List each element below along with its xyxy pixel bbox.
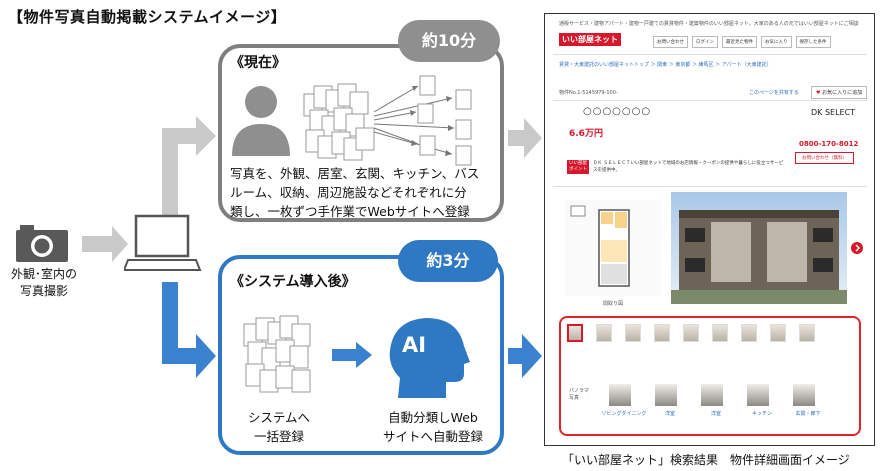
site-brand: DK SELECT	[811, 108, 856, 117]
manual-distribution-graphic	[303, 75, 472, 166]
site-panorama-captions: リビングダイニング 洋室 洋室 キッチン 玄関・廊下	[601, 410, 831, 417]
photo-stack-icon	[303, 83, 375, 161]
sorted-photo-icons	[417, 75, 472, 166]
system-time-badge: 約3分	[398, 240, 498, 282]
site-feature-text: ＤＫ ＳＥＬＥＣＴいい部屋ネットで地域のお店情報・クーポンの提供や暮らしに役立つ…	[593, 161, 784, 173]
arrow-to-system	[162, 282, 216, 378]
site-share-link[interactable]: このページを共有する	[749, 90, 799, 96]
auto-register-line2: サイトへ自動登録	[382, 429, 483, 444]
arrow-to-current	[162, 116, 216, 218]
diagram-title: 【物件写真自動掲載システムイメージ】	[8, 8, 287, 26]
site-thumbnail[interactable]	[567, 324, 583, 342]
site-panorama-label-line2: 写真	[569, 395, 580, 401]
site-logo[interactable]: いい部屋ネット	[559, 33, 621, 46]
website-caption: 「いい部屋ネット」検索結果 物件詳細画面イメージ	[562, 453, 850, 467]
arrow-current-to-site	[508, 118, 542, 158]
site-rent: 6.6万円	[569, 129, 603, 139]
site-nav-recent[interactable]: 最近見た物件	[722, 36, 757, 48]
auto-register-label: 自動分類しWeb サイトへ自動登録	[370, 408, 496, 446]
site-panorama-caption[interactable]: 洋室	[710, 411, 721, 417]
arrow-system-to-site	[508, 334, 542, 378]
site-thumbnail[interactable]	[712, 324, 728, 342]
website-screenshot: 通販サービス・建物アパート・建物一戸建ての賃貸物件・建築物件のいい部屋ネット。大…	[544, 13, 875, 446]
site-building-photo[interactable]	[671, 192, 847, 304]
next-photo-icon[interactable]	[851, 242, 863, 254]
system-heading: 《システム導入後》	[230, 274, 356, 290]
site-floorplan-image[interactable]	[565, 200, 661, 296]
site-thumbnail[interactable]	[654, 324, 670, 342]
camera-label-line1: 外観･室内の	[10, 267, 77, 281]
camera-label: 外観･室内の 写真撮影	[4, 266, 84, 300]
site-thumbnail[interactable]	[741, 324, 757, 342]
batch-register-line2: 一括登録	[253, 429, 304, 444]
batch-register-line1: システムへ	[247, 410, 311, 425]
current-desc-line1: 写真を、外観、居室、玄関、キッチン、バス	[230, 166, 480, 181]
arrow-right-icon	[332, 342, 372, 368]
site-nav-saved[interactable]: 保存した条件	[795, 36, 831, 48]
site-panorama-tile[interactable]	[701, 384, 723, 406]
site-thumbnail[interactable]	[596, 324, 612, 342]
batch-register-label: システムへ 一括登録	[232, 408, 326, 446]
site-breadcrumb[interactable]: 賃貸・大東建託のいい部屋ネットトップ ＞ 関東 ＞ 東京都 ＞ 練馬区 ＞ アパ…	[559, 62, 772, 68]
photo-stack-icon	[243, 315, 311, 393]
arrow-camera-to-laptop	[82, 226, 128, 262]
site-panorama-row	[609, 384, 815, 406]
laptop-icon	[124, 214, 202, 271]
site-nav-contact[interactable]: お問い合わせ	[653, 36, 688, 48]
site-divider	[553, 54, 867, 55]
site-feature-badge-line2: ポイント	[569, 167, 587, 172]
current-description: 写真を、外観、居室、玄関、キッチン、バス ルーム、収納、周辺施設などそれぞれに分…	[230, 164, 502, 221]
ai-head-icon	[389, 318, 470, 398]
site-panorama-label: パノラマ 写真	[569, 388, 589, 402]
site-panorama-caption[interactable]: 玄関・廊下	[795, 411, 821, 417]
site-nav-favorites[interactable]: お気に入り	[761, 36, 792, 48]
site-favorite-label: お気に入りに追加	[822, 90, 863, 96]
site-panorama-caption[interactable]: 洋室	[664, 411, 675, 417]
site-phone[interactable]: 0800-170-8012	[799, 140, 859, 148]
current-desc-line3: 類し、一枚ずつ手作業でWebサイトへ登録	[230, 204, 470, 219]
site-panorama-tile[interactable]	[747, 384, 769, 406]
site-floorplan-caption: 間取り図	[603, 301, 624, 307]
site-feature-badge: いい部屋 ポイント	[567, 160, 589, 174]
auto-register-line1: 自動分類しWeb	[388, 410, 478, 425]
site-panorama-caption[interactable]: キッチン	[751, 411, 772, 417]
current-time-badge: 約10分	[398, 20, 500, 62]
site-divider	[553, 186, 867, 187]
site-top-notice: 通販サービス・建物アパート・建物一戸建ての賃貸物件・建築物件のいい部屋ネット。大…	[559, 21, 859, 27]
camera-icon	[16, 225, 68, 262]
photo-gallery-highlight	[559, 316, 861, 436]
site-panorama-caption[interactable]: リビングダイニング	[601, 411, 647, 417]
site-nav-login[interactable]: ログイン	[692, 36, 718, 48]
site-feature-badge-line1: いい部屋	[569, 161, 587, 166]
site-panorama-tile[interactable]	[793, 384, 815, 406]
site-divider	[553, 100, 867, 101]
site-inquiry-button[interactable]: お問い合わせ（無料）	[795, 152, 854, 164]
site-thumbnail-row	[567, 324, 815, 342]
distribution-arrowheads	[410, 86, 454, 156]
site-pager: 物件No.1-5145979-100-	[559, 90, 618, 96]
heart-icon: ♥	[816, 90, 821, 96]
person-icon	[232, 86, 290, 156]
site-panorama-tile[interactable]	[655, 384, 677, 406]
site-nav: お問い合わせ ログイン 最近見た物件 お気に入り 保存した条件	[653, 36, 831, 48]
site-thumbnail[interactable]	[770, 324, 786, 342]
site-panorama-tile[interactable]	[609, 384, 631, 406]
ai-label: AI	[402, 333, 427, 357]
current-desc-line2: ルーム、収納、周辺施設などそれぞれに分	[230, 185, 467, 200]
site-favorite-button[interactable]: ♥ お気に入りに追加	[811, 86, 868, 99]
site-thumbnail[interactable]	[625, 324, 641, 342]
site-property-name: ○○○○○○○	[583, 106, 652, 117]
camera-label-line2: 写真撮影	[19, 284, 68, 298]
site-thumbnail[interactable]	[683, 324, 699, 342]
current-heading: 《現在》	[230, 55, 286, 71]
site-panorama-label-line1: パノラマ	[569, 388, 590, 394]
site-thumbnail[interactable]	[799, 324, 815, 342]
